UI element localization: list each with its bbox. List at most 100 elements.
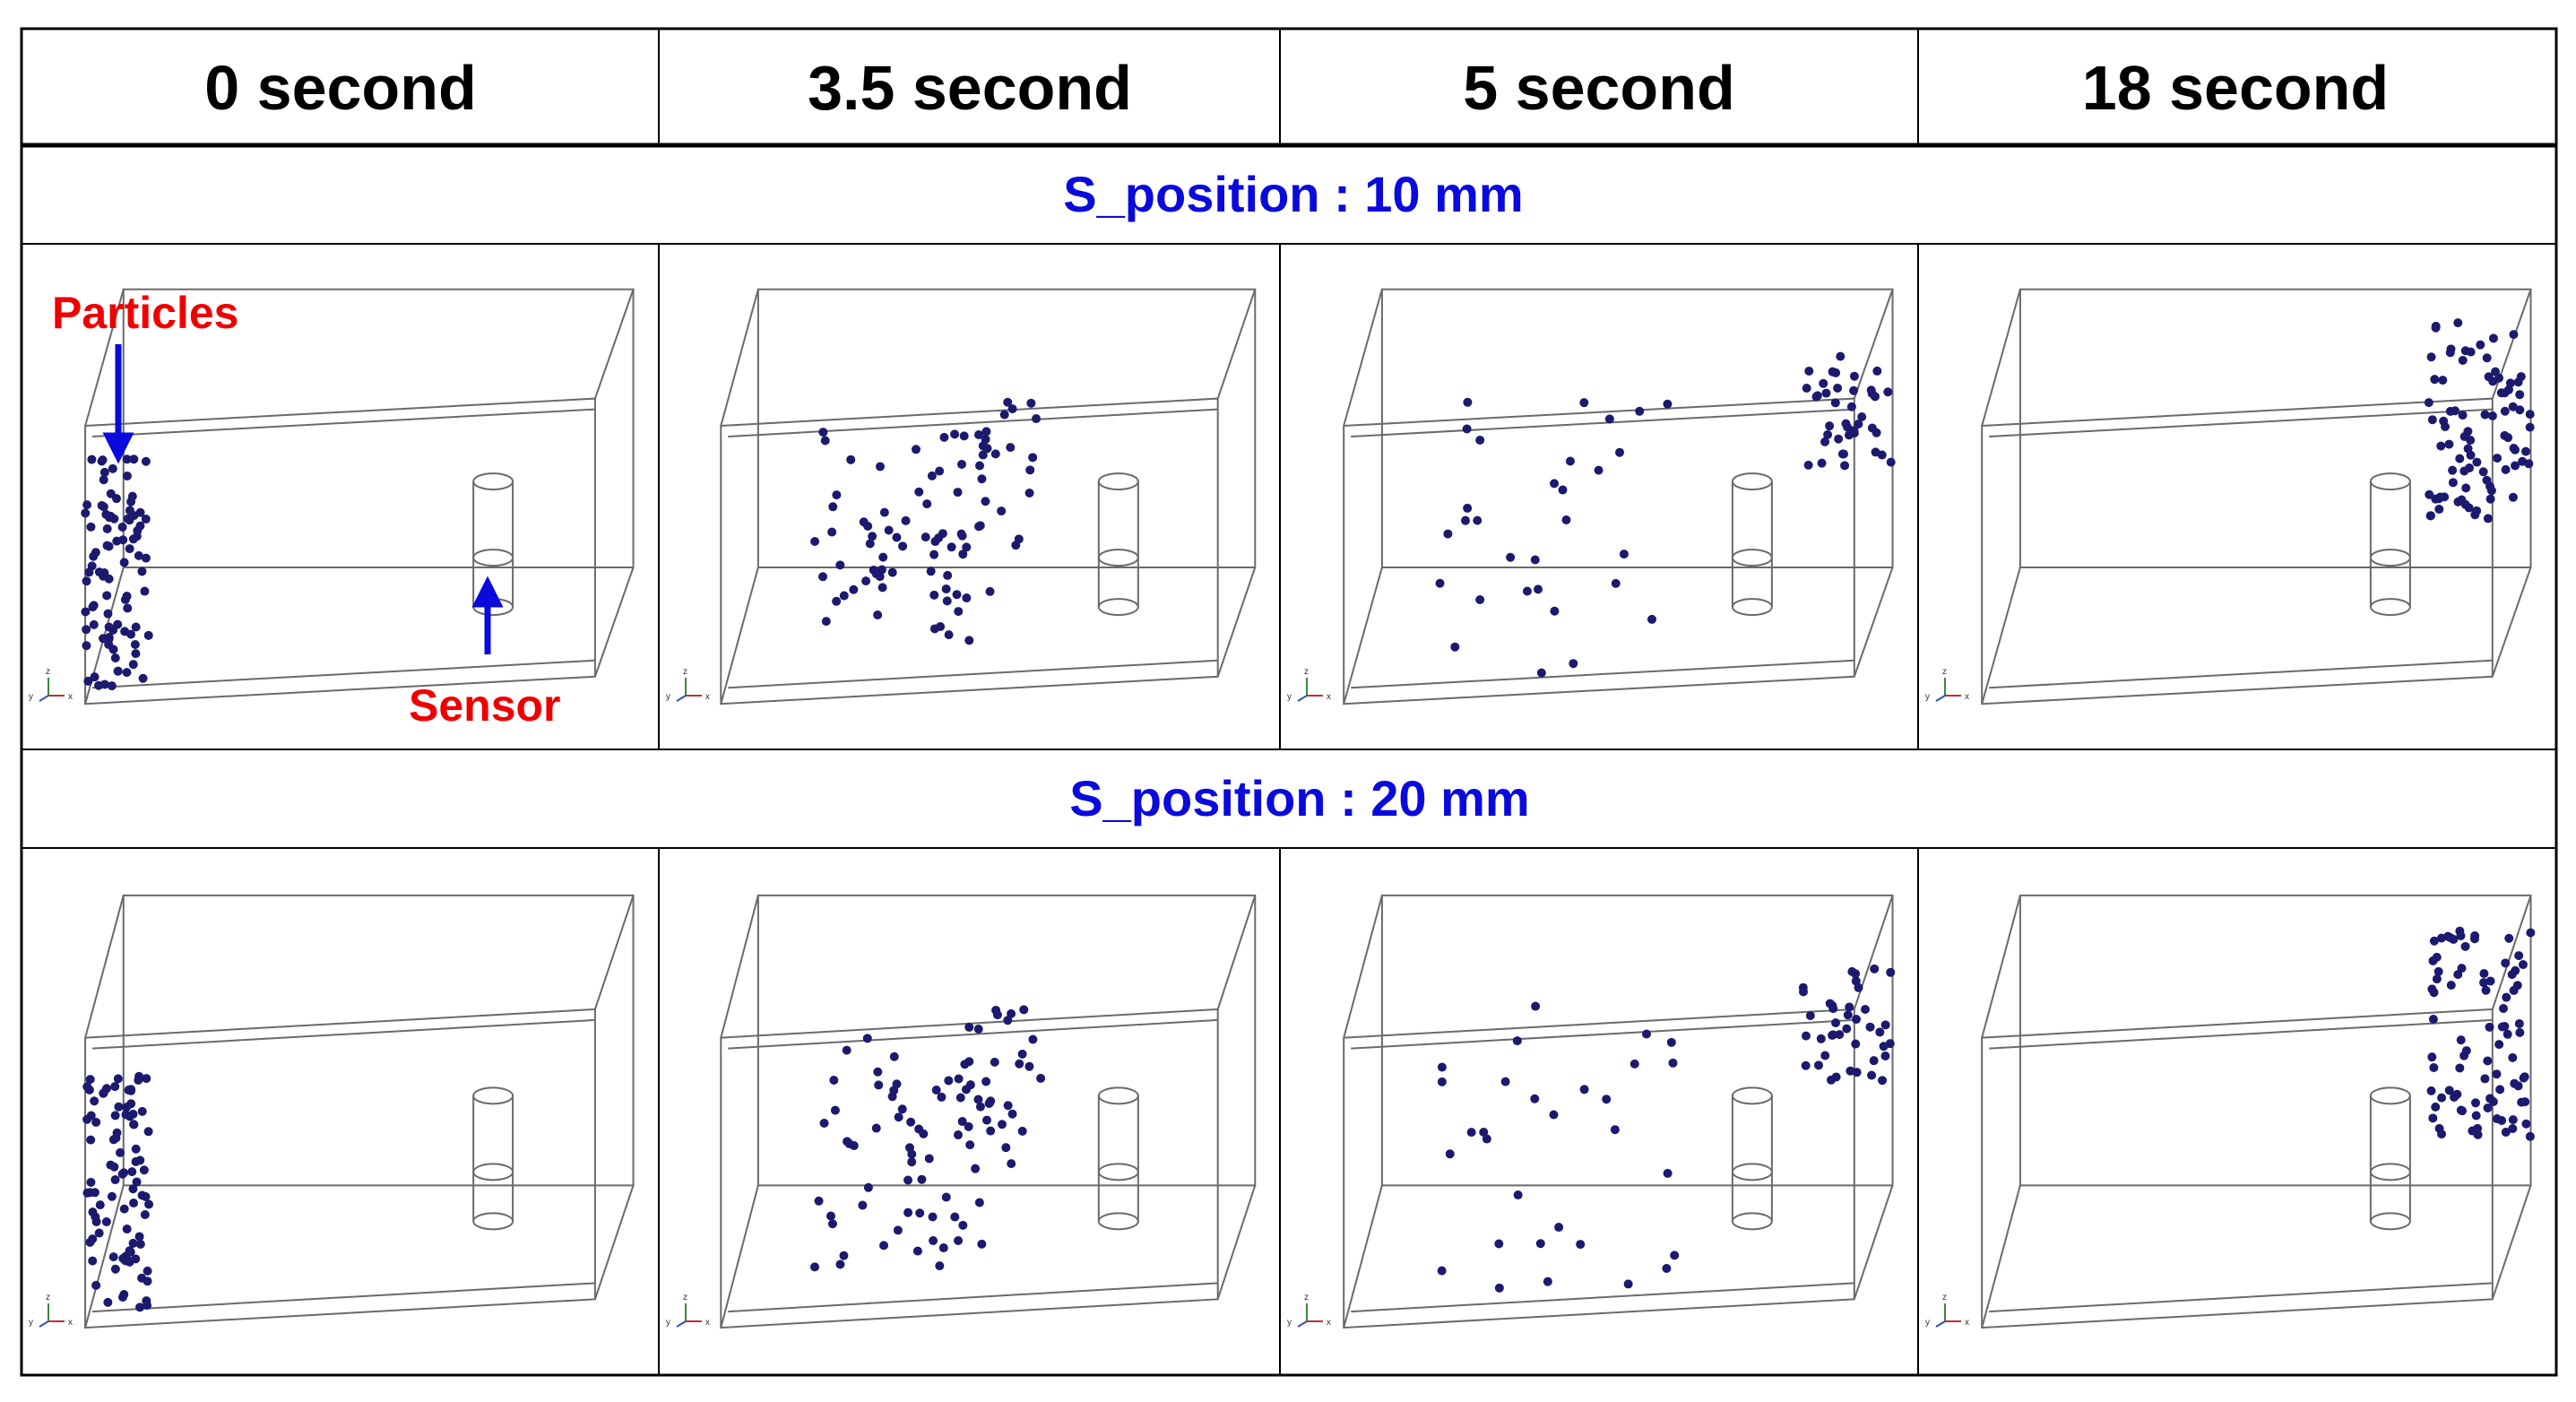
particle bbox=[879, 1241, 889, 1251]
axis-x-label: x bbox=[705, 692, 710, 702]
particle bbox=[1475, 435, 1485, 445]
particle bbox=[2472, 506, 2482, 515]
particle bbox=[809, 1262, 819, 1272]
particle bbox=[135, 521, 145, 531]
particle bbox=[957, 1117, 967, 1127]
particle bbox=[914, 1124, 924, 1134]
particle bbox=[106, 511, 116, 521]
particle bbox=[2501, 958, 2511, 968]
particle bbox=[128, 660, 138, 670]
particle bbox=[922, 499, 932, 509]
particle bbox=[2525, 1131, 2535, 1141]
particle bbox=[2463, 427, 2473, 437]
particle bbox=[897, 1104, 907, 1114]
axis-x-label: x bbox=[1327, 1318, 1331, 1328]
particle bbox=[1019, 1005, 1029, 1015]
particle bbox=[2488, 1097, 2498, 1107]
particle bbox=[134, 1232, 144, 1242]
particle bbox=[1828, 1030, 1838, 1040]
particle bbox=[1462, 424, 1472, 434]
particle bbox=[2483, 514, 2493, 524]
particle bbox=[2438, 376, 2448, 385]
particle bbox=[108, 463, 117, 473]
particle bbox=[877, 583, 887, 593]
particle bbox=[1811, 392, 1821, 402]
table-grid bbox=[20, 27, 2558, 1377]
particle bbox=[2516, 372, 2526, 382]
particle bbox=[88, 1256, 98, 1266]
particle bbox=[131, 649, 141, 659]
particle bbox=[108, 645, 118, 654]
particle bbox=[931, 1085, 941, 1095]
particle bbox=[131, 1144, 141, 1154]
particle bbox=[981, 435, 990, 445]
particle bbox=[82, 1114, 92, 1124]
axis-x-label: x bbox=[1965, 1318, 1969, 1328]
particle bbox=[1032, 414, 1042, 424]
particle bbox=[941, 1192, 951, 1202]
particle bbox=[894, 1112, 903, 1122]
particle bbox=[810, 536, 820, 546]
particle bbox=[1463, 503, 1473, 513]
particle bbox=[1534, 584, 1543, 594]
particle bbox=[1875, 1027, 1885, 1037]
axis-z-label: z bbox=[1942, 1293, 1947, 1302]
particle bbox=[2427, 984, 2437, 994]
particle bbox=[1851, 1039, 1861, 1049]
particle bbox=[1861, 1005, 1871, 1015]
particle bbox=[827, 527, 837, 537]
particle bbox=[107, 1191, 117, 1201]
particle bbox=[1569, 659, 1578, 669]
particle bbox=[125, 1112, 134, 1121]
particle bbox=[99, 475, 108, 485]
particle bbox=[943, 570, 953, 580]
particle bbox=[135, 1239, 145, 1249]
particle bbox=[1869, 1056, 1879, 1066]
particle bbox=[1026, 398, 1036, 408]
particle bbox=[124, 1256, 134, 1266]
particle bbox=[91, 1280, 101, 1290]
particle bbox=[1623, 1279, 1633, 1289]
particle bbox=[2508, 492, 2518, 502]
particle bbox=[830, 1105, 840, 1115]
particle bbox=[1435, 578, 1445, 588]
particle bbox=[2502, 992, 2511, 1002]
header-time-0: 0 second bbox=[204, 53, 476, 123]
particle bbox=[863, 1182, 873, 1192]
particle bbox=[2512, 981, 2522, 991]
particle bbox=[128, 534, 138, 544]
particle bbox=[936, 621, 946, 631]
channel-render-1-0: xyz bbox=[666, 288, 1257, 705]
particle bbox=[2526, 928, 2536, 938]
particle bbox=[2515, 1027, 2525, 1037]
particle bbox=[101, 1217, 111, 1227]
particle bbox=[911, 445, 921, 454]
particle bbox=[1028, 453, 1038, 463]
particle bbox=[1845, 1002, 1854, 1012]
particle bbox=[129, 454, 139, 464]
particle bbox=[1801, 1060, 1811, 1070]
particle bbox=[2453, 497, 2463, 506]
particle bbox=[2518, 456, 2528, 466]
particle bbox=[2441, 421, 2451, 431]
particle bbox=[1865, 1022, 1875, 1032]
particle bbox=[954, 1235, 964, 1245]
particle bbox=[143, 630, 153, 640]
particle bbox=[129, 1199, 139, 1208]
header-time-2: 5 second bbox=[1463, 53, 1734, 123]
particle bbox=[2448, 478, 2458, 488]
particle bbox=[982, 444, 992, 454]
particle bbox=[999, 410, 1009, 420]
particle bbox=[143, 1127, 153, 1137]
particle bbox=[1531, 1001, 1541, 1011]
axis-y-label: y bbox=[29, 692, 33, 702]
particle bbox=[915, 1208, 925, 1218]
particle bbox=[2515, 405, 2525, 415]
particle bbox=[1885, 1039, 1895, 1049]
annotations: Particles Sensor bbox=[52, 288, 561, 731]
particle bbox=[944, 1076, 954, 1086]
particle bbox=[2429, 1063, 2439, 1073]
axis-y-label: y bbox=[1925, 1318, 1930, 1328]
particle bbox=[965, 1140, 975, 1150]
channel-render-2-0: xyz bbox=[1287, 288, 1896, 705]
